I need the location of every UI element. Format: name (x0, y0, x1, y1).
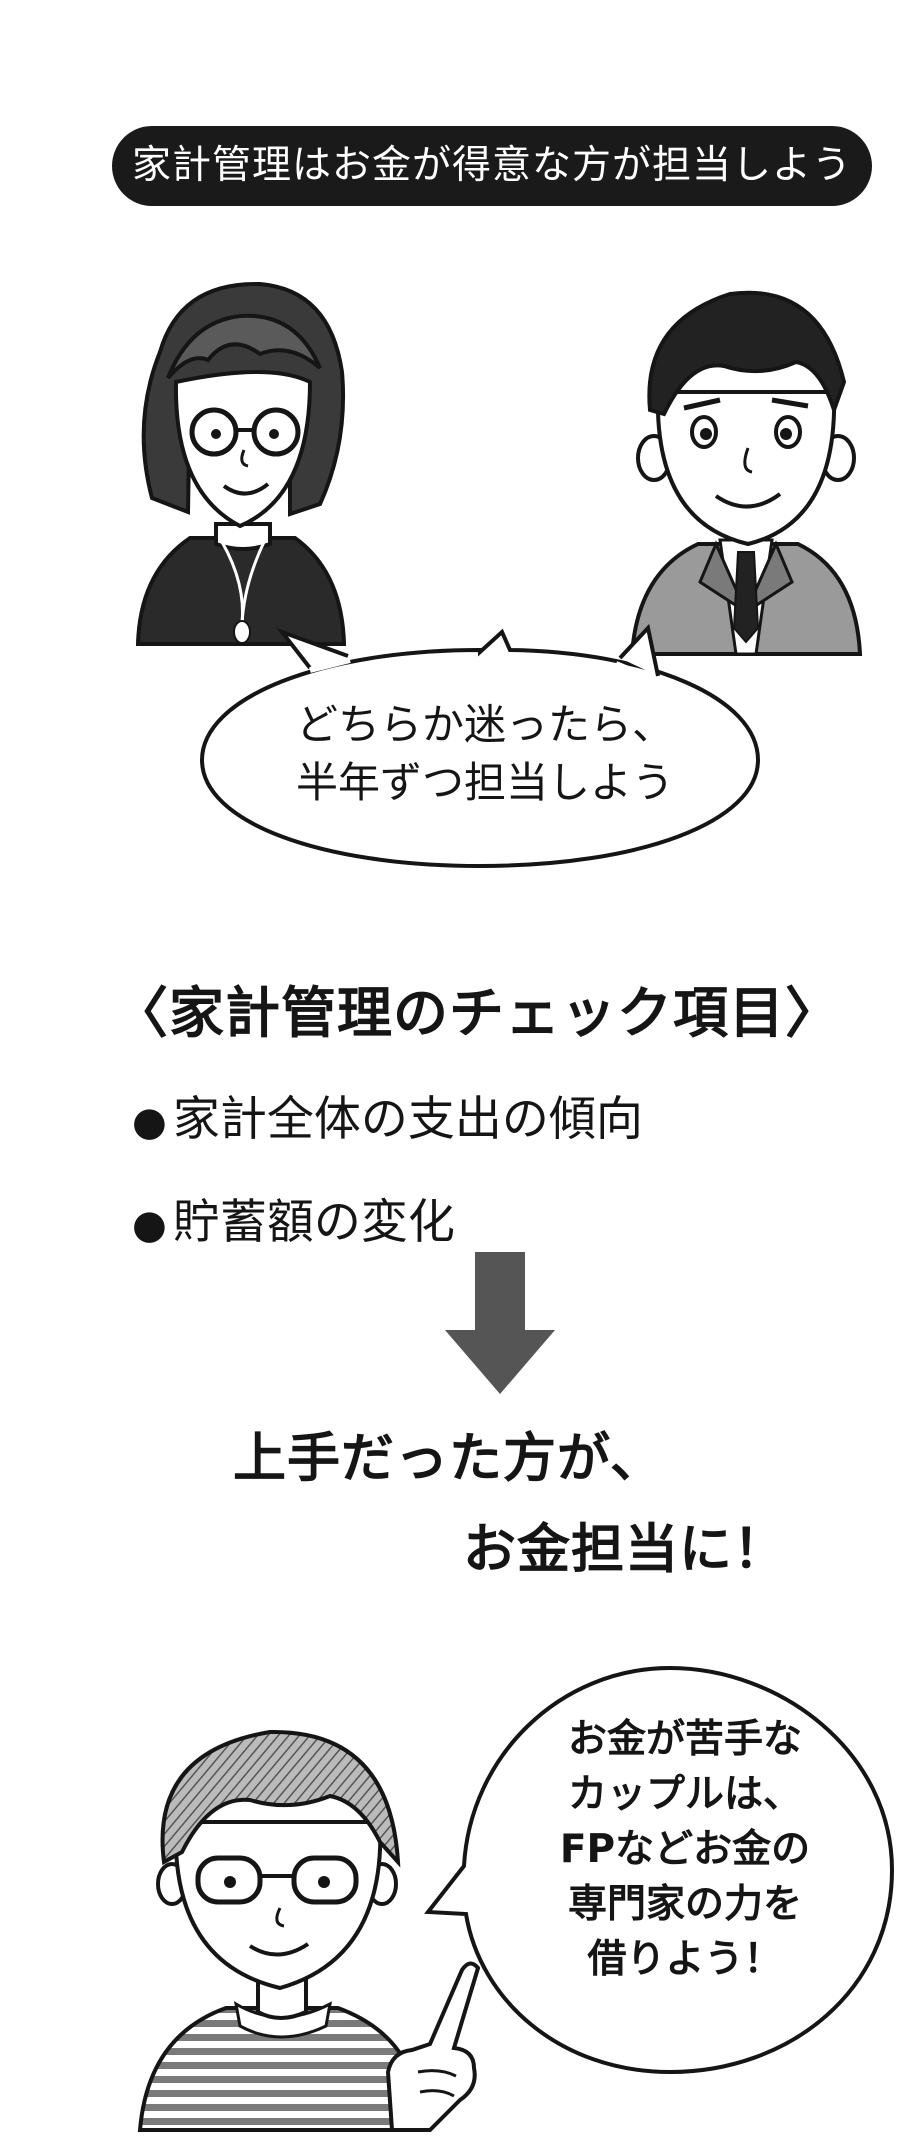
bubble2-line-1: お金が苦手な (567, 1717, 802, 1762)
speech-bubble-1-text: どちらか迷ったら、 半年ずつ担当しよう (205, 696, 765, 812)
speech-bubble-2 (424, 1665, 895, 2075)
title-banner: 家計管理はお金が得意な方が担当しよう (112, 126, 872, 206)
bubble1-line-1: どちらか迷ったら、 (295, 700, 674, 749)
speech-bubble-1 (199, 623, 761, 869)
bullet-icon: ● (132, 1099, 167, 1145)
speech-bubble-2-text: お金が苦手な カップルは、 FPなどお金の 専門家の力を 借りよう！ (495, 1712, 875, 1987)
bubble2-line-5: 借りよう！ (587, 1937, 783, 1982)
bubble2-line-2: カップルは、 (567, 1772, 802, 1817)
man-in-suit-illustration (629, 290, 863, 656)
bubble1-line-2: 半年ずつ担当しよう (295, 758, 674, 807)
bubble2-line-4: 専門家の力を (567, 1882, 802, 1927)
woman-with-glasses-illustration (135, 281, 347, 646)
checklist-item: ●家計全体の支出の傾向 (132, 1080, 643, 1149)
checklist-item: ●貯蓄額の変化 (132, 1183, 455, 1252)
conclusion-line-1: 上手だった方が、 (233, 1428, 664, 1489)
checklist-item-text: 家計全体の支出の傾向 (172, 1092, 643, 1147)
conclusion-line-2: お金担当に！ (463, 1519, 787, 1580)
pointing-person-illustration (137, 1729, 481, 2132)
checklist-title: 〈家計管理のチェック項目〉 (113, 981, 842, 1045)
checklist-item-text: 貯蓄額の変化 (172, 1195, 455, 1250)
bubble2-line-3: FPなどお金の (559, 1827, 811, 1872)
bullet-icon: ● (132, 1202, 167, 1248)
down-arrow-icon (445, 1252, 555, 1394)
